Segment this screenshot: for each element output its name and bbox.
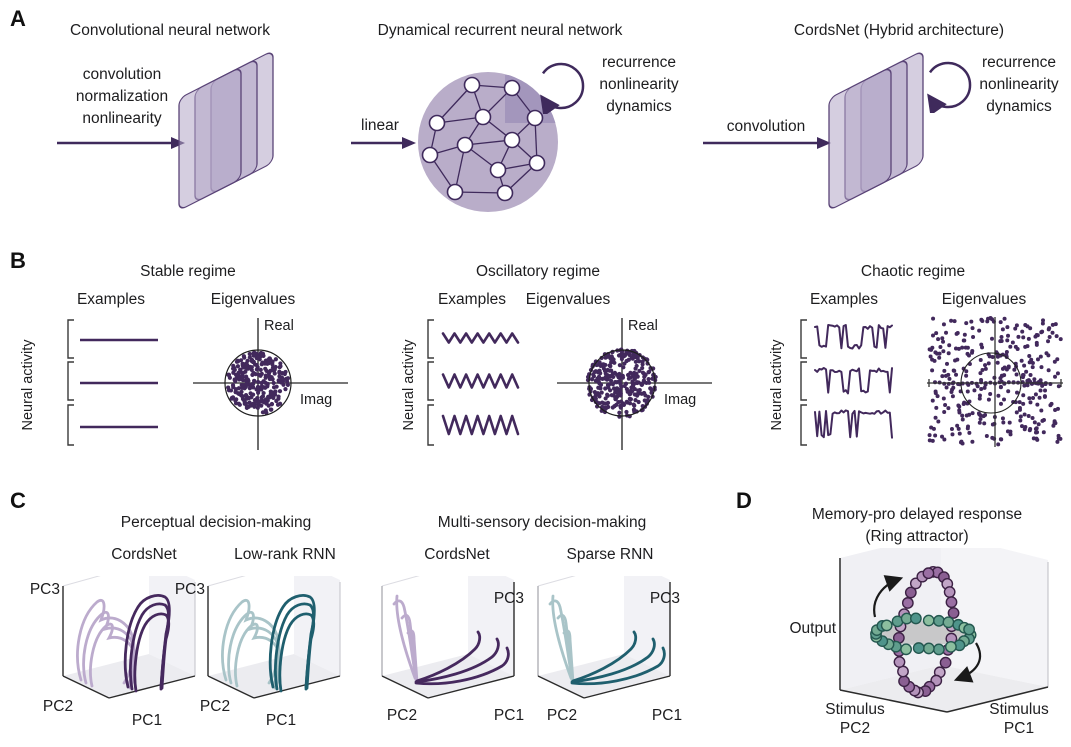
- cords-recurrence-line-3: dynamics: [986, 98, 1052, 115]
- oscillatory-examples-label: Examples: [437, 291, 507, 308]
- cnn-title: Convolutional neural network: [70, 22, 270, 39]
- oscillatory-real-label: Real: [628, 318, 658, 334]
- cords-recurrence-line-1: recurrence: [981, 54, 1057, 71]
- pc1-label-plot4: PC1: [651, 707, 683, 724]
- stable-eigenvalue-plot: [193, 318, 348, 450]
- stable-eigen-label: Eigenvalues: [210, 291, 296, 308]
- cnn-arrow-line-2: normalization: [75, 88, 169, 105]
- oscillatory-examples-graphic: [427, 319, 520, 446]
- cords-recurrence-line-2: nonlinearity: [979, 76, 1059, 93]
- rnn-recurrence-arrow: [540, 62, 585, 114]
- panel-b-letter: B: [10, 248, 26, 273]
- pc3-label-plot2: PC3: [174, 581, 205, 598]
- pc1-label-plot2: PC1: [265, 712, 297, 729]
- cords-arrow-label: convolution: [726, 118, 806, 135]
- panel-d-letter: D: [736, 488, 752, 513]
- stimulus-pc2-label: Stimulus PC2: [805, 700, 905, 738]
- multisensory-task-title: Multi-sensory decision-making: [437, 514, 647, 531]
- chaotic-eigenvalue-plot: [927, 316, 1063, 447]
- cnn-input-arrow: [57, 137, 185, 149]
- pc2-label-plot1: PC2: [42, 698, 74, 715]
- stable-real-label: Real: [264, 318, 294, 334]
- cords-input-arrow: [703, 137, 831, 149]
- rnn-recurrence-line-3: dynamics: [606, 98, 672, 115]
- network-nodes: [421, 76, 546, 202]
- cnn-arrow-line-3: nonlinearity: [82, 110, 162, 127]
- chaotic-eigen-label: Eigenvalues: [941, 291, 1027, 308]
- stable-imag-label: Imag: [300, 392, 333, 408]
- multisensory-sparse-label: Sparse RNN: [566, 546, 654, 563]
- rnn-network-graphic: [418, 72, 558, 212]
- rotation-arrow-top: [873, 575, 904, 618]
- rotation-arrow-bottom: [953, 642, 982, 683]
- chaotic-title: Chaotic regime: [860, 263, 966, 280]
- cnn-arrow-labels: convolution normalization nonlinearity: [42, 64, 202, 130]
- oscillatory-eigen-label: Eigenvalues: [525, 291, 611, 308]
- rnn-recurrence-line-1: recurrence: [601, 54, 677, 71]
- cords-recurrence-labels: recurrence nonlinearity dynamics: [966, 52, 1071, 118]
- stable-examples-graphic: [67, 319, 158, 446]
- cords-recurrence-arrow: [927, 61, 972, 113]
- stimulus-pc1-line2: PC1: [1003, 720, 1035, 737]
- stimulus-pc2-line2: PC2: [839, 720, 871, 737]
- stimulus-pc2-line1: Stimulus: [825, 701, 885, 718]
- rnn-recurrence-labels: recurrence nonlinearity dynamics: [583, 52, 695, 118]
- stable-title: Stable regime: [140, 263, 236, 280]
- perceptual-lowrank-label: Low-rank RNN: [234, 546, 336, 563]
- rnn-title: Dynamical recurrent neural network: [377, 22, 623, 39]
- pc1-label-plot1: PC1: [131, 712, 163, 729]
- oscillatory-title: Oscillatory regime: [475, 263, 601, 280]
- multisensory-cordsnet-label: CordsNet: [424, 546, 490, 563]
- stimulus-pc1-label: Stimulus PC1: [969, 700, 1069, 738]
- cnn-layer-stack: [178, 52, 274, 209]
- rnn-recurrence-line-2: nonlinearity: [599, 76, 679, 93]
- output-axis-label: Output: [789, 620, 836, 637]
- pc2-label-plot3: PC2: [386, 707, 418, 724]
- pc2-label-plot4: PC2: [546, 707, 578, 724]
- chaotic-yaxis-label: Neural activity: [769, 339, 785, 431]
- green-ring: [870, 612, 977, 656]
- pc1-label-plot3: PC1: [493, 707, 525, 724]
- pc3-label-plot3: PC3: [493, 590, 524, 607]
- stimulus-pc1-line1: Stimulus: [989, 701, 1049, 718]
- panel-a-letter: A: [10, 6, 26, 31]
- oscillatory-imag-label: Imag: [664, 392, 697, 408]
- perceptual-cordsnet-label: CordsNet: [111, 546, 177, 563]
- purple-ring-front: [893, 565, 958, 699]
- perceptual-task-title: Perceptual decision-making: [120, 514, 312, 531]
- stable-yaxis-label: Neural activity: [20, 339, 36, 431]
- oscillatory-eigenvalue-plot: [557, 318, 712, 450]
- chaotic-examples-label: Examples: [809, 291, 879, 308]
- pc3-label-plot4: PC3: [649, 590, 680, 607]
- chaotic-examples-graphic: [800, 319, 893, 446]
- panel-d-title-line1: Memory-pro delayed response: [811, 506, 1023, 523]
- panel-d-title-line2: (Ring attractor): [865, 528, 969, 545]
- ring-attractor-plot: [839, 548, 1049, 713]
- cords-layer-stack: [828, 52, 924, 209]
- stable-examples-label: Examples: [76, 291, 146, 308]
- oscillatory-eigen-dots: [585, 347, 658, 419]
- rnn-input-arrow: [351, 137, 416, 149]
- pc3-label-plot1: PC3: [29, 581, 60, 598]
- cords-title: CordsNet (Hybrid architecture): [793, 22, 1005, 39]
- rnn-arrow-label: linear: [361, 117, 399, 134]
- panel-c-letter: C: [10, 488, 26, 513]
- pc2-label-plot2: PC2: [199, 698, 231, 715]
- stable-eigen-dots: [226, 350, 291, 415]
- cnn-arrow-line-1: convolution: [82, 66, 162, 83]
